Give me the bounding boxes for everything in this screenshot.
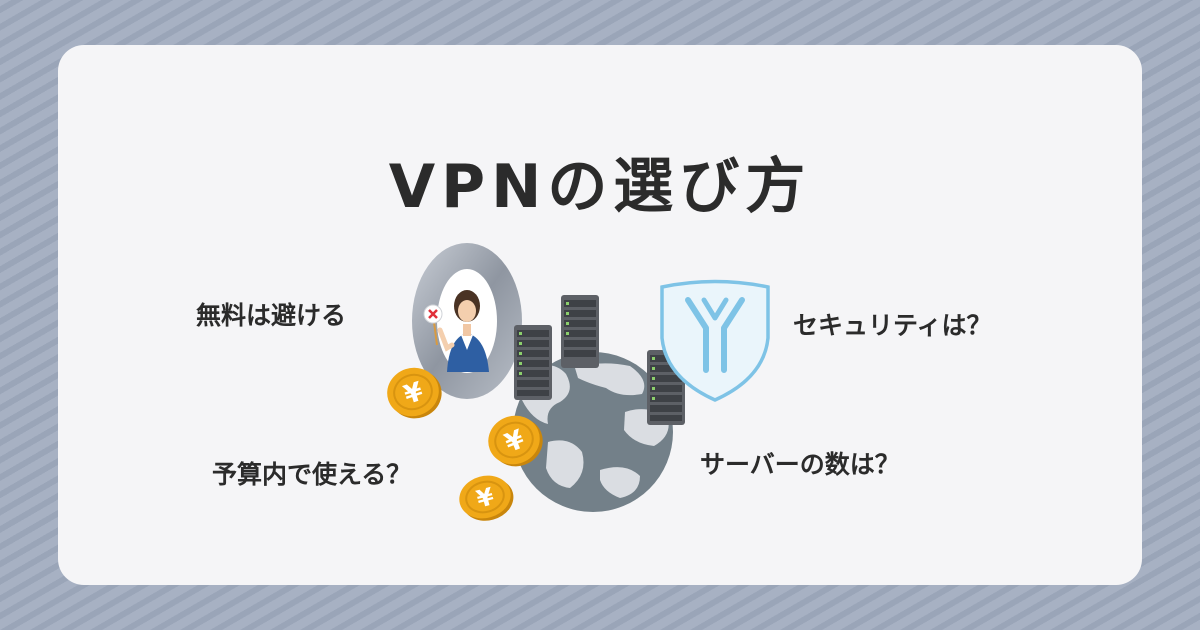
page-title: VPNの選び方 [388,152,812,222]
point-server-count: サーバーの数は？ [700,450,900,479]
yen-coin-icon: ¥ [387,367,442,419]
prohibit-sign-icon [423,304,443,346]
coin-symbol: ¥ [474,482,498,513]
yen-coin-icon: ¥ [459,475,514,521]
point-within-budget: 予算内で使える？ [212,460,412,489]
point-avoid-free: 無料は避ける [196,301,347,330]
server-icon [514,325,552,400]
server-icon [561,295,599,368]
point-security: セキュリティは？ [793,311,992,340]
woman-icon [437,290,489,372]
yen-coin-icon: ¥ [488,415,543,467]
shield-icon [660,279,770,402]
